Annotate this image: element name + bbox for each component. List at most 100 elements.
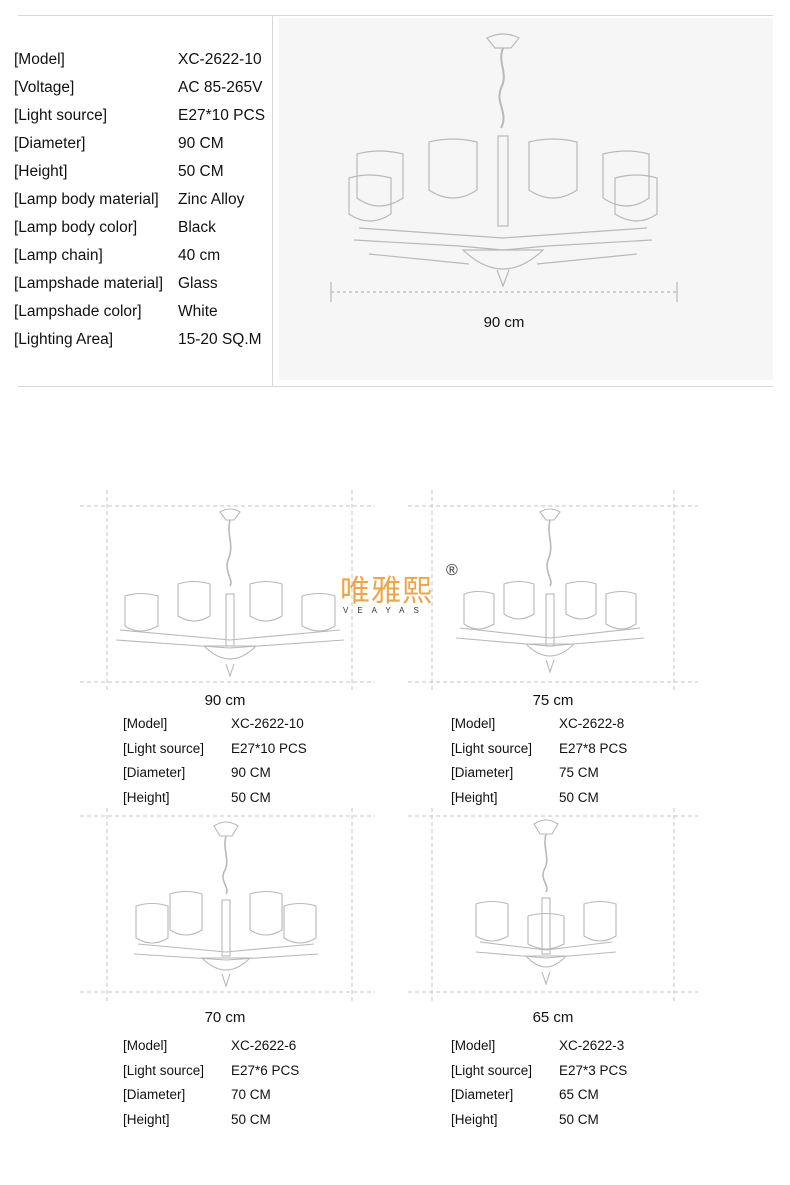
registered-mark: ® — [446, 562, 458, 579]
variant-value: XC-2622-10 — [231, 716, 304, 731]
variant-label: [Light source] — [123, 740, 205, 756]
spec-value: 15-20 SQ.M — [178, 331, 262, 348]
spec-label: [Height] — [14, 163, 68, 180]
variant-spec-table: [Model] XC-2622-8 [Light source] E27*8 PCS… — [451, 715, 691, 813]
variant-value: 90 CM — [231, 765, 271, 780]
variant-label: [Diameter] — [123, 1087, 186, 1102]
spec-value: White — [178, 303, 218, 320]
spec-label: [Lamp body color] — [14, 219, 138, 236]
variant-label: [Light source] — [451, 740, 533, 756]
variant-panel-8-light: 75 cm [Model] XC-2622-8 [Light source] E27… — [408, 490, 708, 810]
variant-label: [Height] — [451, 1111, 498, 1127]
variant-value: 50 CM — [231, 789, 271, 805]
variant-dimension-label: 90 cm — [204, 692, 246, 709]
spec-row-light-source: [Light source] E27*10 PCS — [14, 106, 276, 134]
variant-row-light-source: [Light source] E27*6 PCS — [123, 1062, 363, 1087]
hero-chandelier-drawing — [330, 33, 678, 302]
spec-column-divider — [272, 15, 273, 386]
spec-label: [Lamp body material] — [14, 191, 159, 208]
spec-row-model: [Model] XC-2622-10 — [14, 50, 276, 78]
spec-label: [Lampshade color] — [14, 303, 142, 320]
variant-label: [Diameter] — [451, 765, 514, 780]
variant-dimension-label: 70 cm — [204, 1009, 246, 1026]
brand-chinese-name: 唯雅熙 — [340, 574, 433, 609]
variant-row-diameter: [Diameter] 90 CM — [123, 764, 363, 789]
variant-label: [Height] — [123, 789, 170, 805]
spec-row-chain: [Lamp chain] 40 cm — [14, 246, 276, 274]
spec-row-voltage: [Voltage] AC 85-265V — [14, 78, 276, 106]
variant-panel-10-light: 90 cm [Model] XC-2622-10 [Light source] E2… — [80, 490, 380, 810]
variant-label: [Model] — [123, 716, 168, 731]
brand-latin-name: VEAYAS — [343, 606, 428, 615]
variant-spec-table: [Model] XC-2622-3 [Light source] E27*3 PCS… — [451, 1037, 691, 1135]
spec-value: 50 CM — [178, 163, 224, 180]
variant-row-light-source: [Light source] E27*10 PCS — [123, 740, 363, 765]
variant-row-diameter: [Diameter] 70 CM — [123, 1086, 363, 1111]
variant-row-light-source: [Light source] E27*3 PCS — [451, 1062, 691, 1087]
variant-dimension-label: 65 cm — [532, 1009, 574, 1026]
variant-label: [Light source] — [123, 1062, 205, 1078]
variant-value: XC-2622-6 — [231, 1038, 297, 1053]
variant-chandelier-drawing — [408, 808, 698, 1003]
variant-row-height: [Height] 50 CM — [451, 1111, 691, 1136]
variant-label: [Light source] — [451, 1062, 533, 1078]
variant-value: 50 CM — [559, 789, 599, 805]
top-divider — [18, 15, 773, 16]
spec-row-body-material: [Lamp body material]Zinc Alloy — [14, 190, 276, 218]
spec-table: [Model] XC-2622-10 [Voltage] AC 85-265V [L… — [14, 50, 276, 358]
variant-panel-3-light: 65 cm [Model] XC-2622-3 [Light source] E27… — [408, 808, 708, 1128]
variant-label: [Model] — [451, 1038, 496, 1053]
variant-value: E27*6 PCS — [231, 1062, 300, 1078]
variant-label: [Model] — [451, 716, 496, 731]
variant-row-model: [Model] XC-2622-3 — [451, 1037, 691, 1062]
variant-value: E27*8 PCS — [559, 740, 628, 756]
variant-row-diameter: [Diameter]75 CM — [451, 764, 691, 789]
variant-chandelier-drawing — [408, 490, 698, 690]
spec-label: [Model] — [14, 51, 65, 68]
brand-logo: 唯雅熙 ® VEAYAS — [340, 562, 460, 622]
spec-row-shade-material: [Lampshade material] Glass — [14, 274, 276, 302]
spec-label: [Lampshade material] — [14, 275, 164, 292]
variant-label: [Height] — [123, 1111, 170, 1127]
spec-value: Glass — [178, 275, 218, 292]
spec-row-diameter: [Diameter]90 CM — [14, 134, 276, 162]
spec-value: 40 cm — [178, 247, 221, 264]
variant-chandelier-drawing — [80, 808, 375, 1003]
variant-value: 70 CM — [231, 1087, 271, 1102]
variant-chandelier-drawing — [80, 490, 375, 690]
variant-value: 50 CM — [559, 1111, 599, 1127]
spec-value: Black — [178, 219, 216, 236]
spec-label: [Voltage] — [14, 79, 75, 96]
variant-value: E27*3 PCS — [559, 1062, 628, 1078]
spec-value: E27*10 PCS — [178, 107, 266, 124]
spec-label: [Lamp chain] — [14, 247, 103, 264]
variant-row-model: [Model] XC-2622-6 — [123, 1037, 363, 1062]
spec-value: AC 85-265V — [178, 79, 263, 96]
variant-value: 50 CM — [231, 1111, 271, 1127]
variant-row-height: [Height] 50 CM — [123, 1111, 363, 1136]
variant-value: XC-2622-8 — [559, 716, 625, 731]
hero-product-image: 90 cm — [279, 18, 773, 380]
section-divider — [18, 386, 773, 387]
spec-label: [Lighting Area] — [14, 331, 114, 348]
variant-label: [Height] — [451, 789, 498, 805]
variant-value: E27*10 PCS — [231, 740, 307, 756]
variant-spec-table: [Model] XC-2622-10 [Light source] E27*10 P… — [123, 715, 363, 813]
variant-value: XC-2622-3 — [559, 1038, 625, 1053]
spec-label: [Diameter] — [14, 135, 86, 152]
variant-row-height: [Height] 50 CM — [123, 789, 363, 814]
variant-row-model: [Model] XC-2622-8 — [451, 715, 691, 740]
variant-label: [Model] — [123, 1038, 168, 1053]
spec-row-lighting-area: [Lighting Area] 15-20 SQ.M — [14, 330, 276, 358]
variant-panel-6-light: 70 cm [Model] XC-2622-6 [Light source] E27… — [80, 808, 380, 1128]
variant-row-height: [Height] 50 CM — [451, 789, 691, 814]
spec-label: [Light source] — [14, 107, 108, 124]
spec-value: XC-2622-10 — [178, 51, 262, 68]
variant-label: [Diameter] — [123, 765, 186, 780]
spec-row-body-color: [Lamp body color] Black — [14, 218, 276, 246]
variant-dimension-label: 75 cm — [532, 692, 574, 709]
spec-row-height: [Height] 50 CM — [14, 162, 276, 190]
variant-row-light-source: [Light source] E27*8 PCS — [451, 740, 691, 765]
variant-row-diameter: [Diameter]65 CM — [451, 1086, 691, 1111]
spec-row-shade-color: [Lampshade color] White — [14, 302, 276, 330]
